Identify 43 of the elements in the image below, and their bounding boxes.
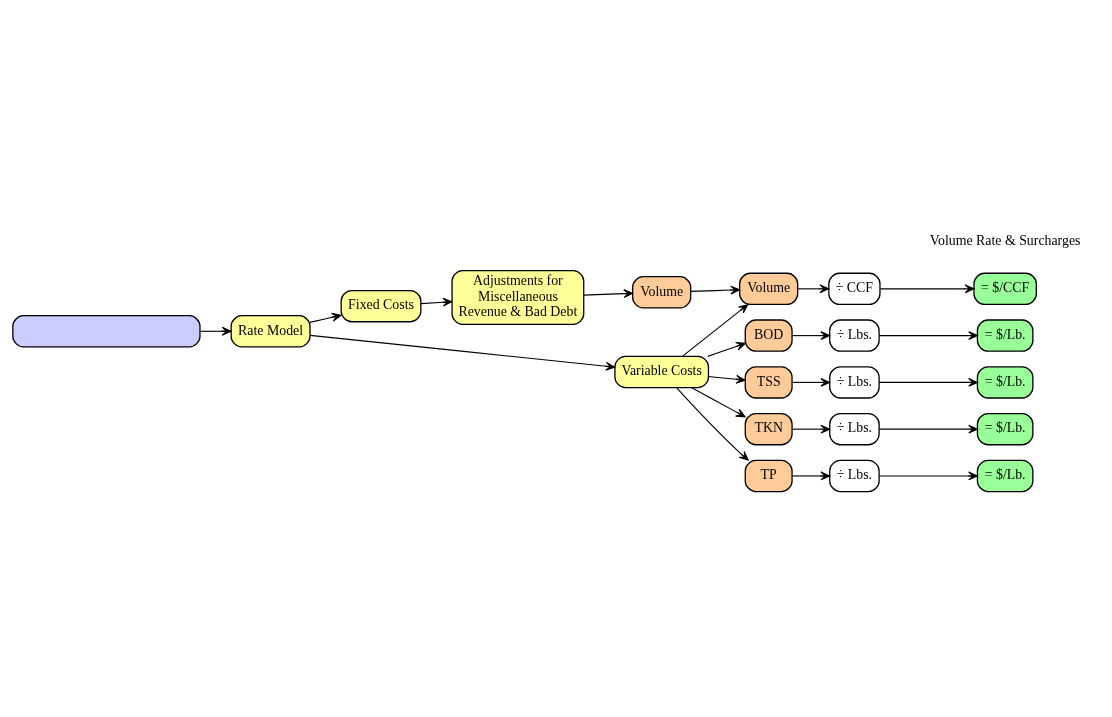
node-box: = $/Lb. <box>976 365 1034 399</box>
node-box: ÷ Lbs. <box>829 365 880 399</box>
node-box: TKN <box>744 412 793 445</box>
arrow <box>309 312 342 323</box>
arrow <box>791 424 831 434</box>
arrow <box>791 330 831 340</box>
arrow <box>309 334 616 371</box>
arrow <box>878 377 978 387</box>
arrow <box>420 297 453 307</box>
node-box: Fixed Costs <box>340 289 422 322</box>
node-box: = $/Lb. <box>976 459 1034 492</box>
node-box: ÷ Lbs. <box>829 459 880 492</box>
arrow <box>878 424 978 434</box>
arrow <box>707 341 746 357</box>
arrow <box>708 374 746 384</box>
node-box: ÷ Lbs. <box>829 412 880 445</box>
arrow <box>199 326 232 336</box>
node-box: = $/Lb. <box>976 318 1034 352</box>
node-box: TP <box>744 459 793 492</box>
node-box: = $/Lb. <box>976 412 1034 445</box>
arrow <box>791 377 831 387</box>
node-box: ÷ CCF <box>828 272 881 305</box>
arrow <box>690 386 746 417</box>
node-box: Volume <box>632 275 692 309</box>
node-box: BOD <box>744 318 793 352</box>
node-box: Volume <box>739 272 799 305</box>
node-box <box>12 314 201 347</box>
node-box: = $/CCF <box>973 272 1037 305</box>
arrow <box>878 330 978 340</box>
arrow <box>681 303 749 357</box>
node-box: Rate Model <box>230 314 311 347</box>
arrow <box>583 288 634 298</box>
arrow <box>878 470 978 480</box>
arrow <box>675 386 749 461</box>
label: Volume Rate & Surcharges <box>929 232 1081 248</box>
node-box: Variable Costs <box>614 355 710 388</box>
arrow <box>690 285 741 294</box>
node-box: TSS <box>744 365 793 399</box>
arrow <box>797 283 830 293</box>
arrow <box>879 283 975 293</box>
arrow <box>791 470 831 480</box>
node-box: ÷ Lbs. <box>829 318 880 352</box>
node-box: Adjustments for Miscellaneous Revenue & Bad Debt <box>451 269 585 325</box>
